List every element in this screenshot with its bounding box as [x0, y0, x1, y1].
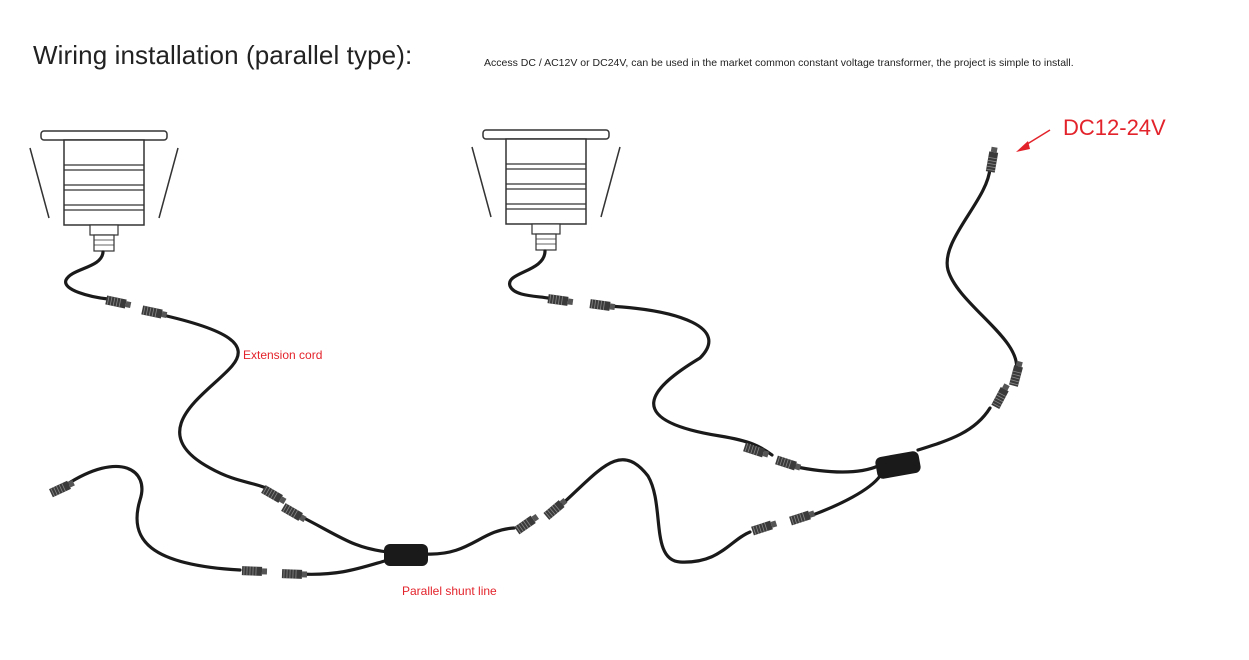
waterproof-connector-icon [280, 502, 308, 524]
waterproof-connector-icon [281, 568, 308, 580]
splitter-box-icon [875, 451, 921, 479]
waterproof-connector-icon [990, 382, 1012, 410]
shunt-line-label: Parallel shunt line [402, 584, 497, 598]
voltage-label: DC12-24V [1063, 115, 1166, 140]
waterproof-connector-icon [750, 518, 779, 536]
waterproof-connector-icon [546, 293, 574, 308]
waterproof-connector-icon [542, 496, 569, 521]
splitter-box-icon [384, 544, 428, 566]
waterproof-connector-icon [241, 565, 268, 577]
arrow-icon [1016, 129, 1051, 152]
cables [64, 166, 1019, 576]
waterproof-connector-icon [104, 295, 133, 311]
waterproof-connector-icon [588, 298, 616, 313]
waterproof-connector-icon [1008, 359, 1025, 388]
installation-note: Access DC / AC12V or DC24V, can be used … [484, 57, 1074, 69]
waterproof-connector-icon [513, 512, 541, 535]
waterproof-connector-icon [788, 508, 817, 526]
extension-cord-label: Extension cord [243, 348, 323, 362]
waterproof-connector-icon [260, 484, 288, 506]
waterproof-connector-icon [774, 455, 803, 473]
downlight-lamp-icon [471, 129, 621, 251]
page-title: Wiring installation (parallel type): [33, 40, 413, 70]
downlight-lamp-icon [29, 130, 179, 252]
waterproof-connector-icon [985, 145, 1000, 174]
waterproof-connector-icon [140, 305, 169, 321]
waterproof-connector-icon [48, 478, 76, 498]
